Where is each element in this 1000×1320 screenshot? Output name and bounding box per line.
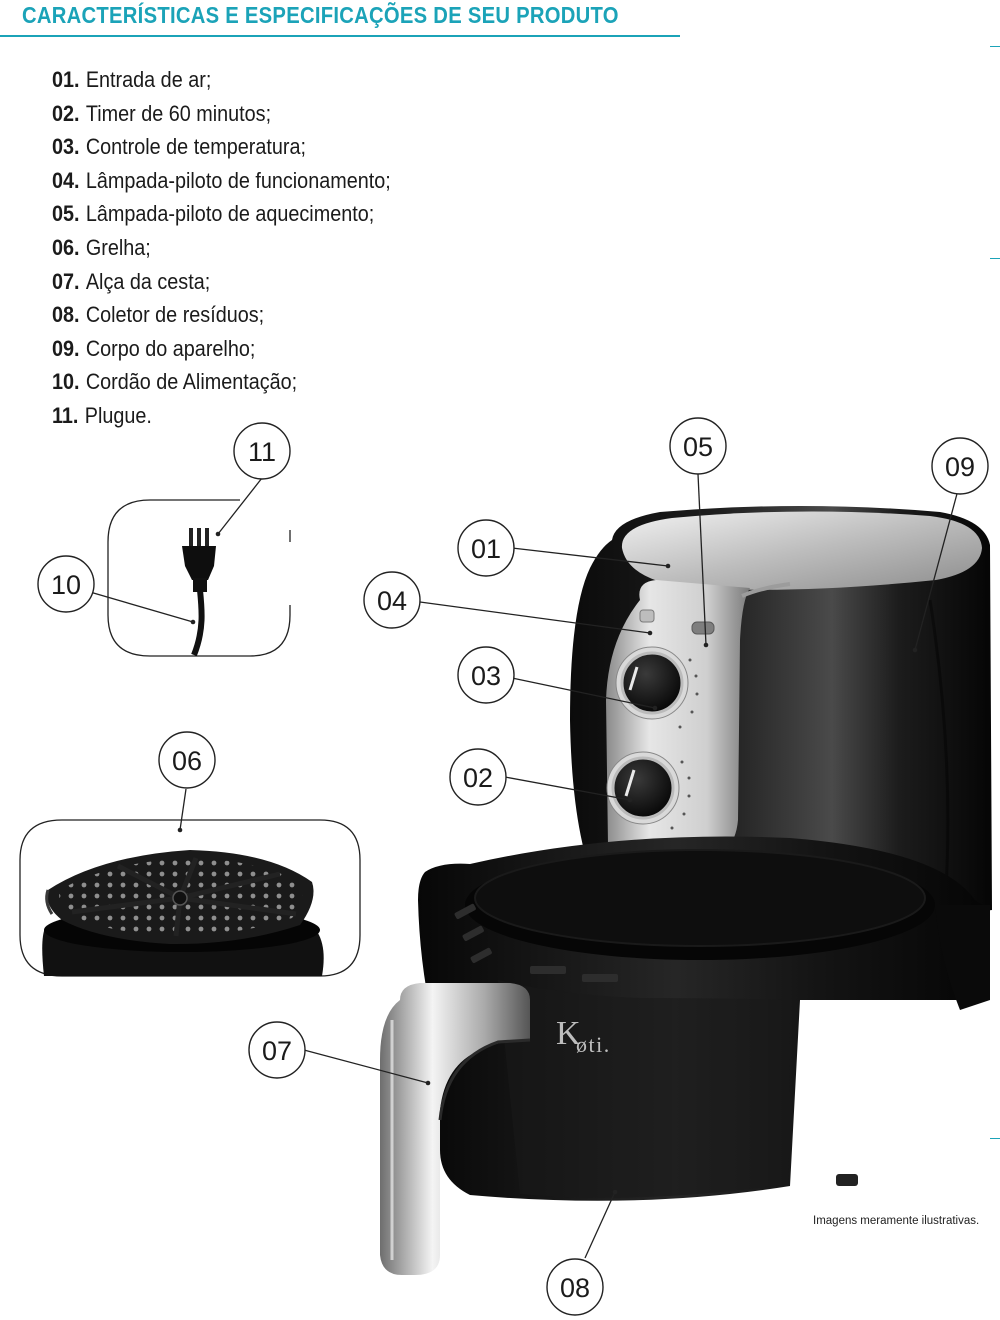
svg-text:10: 10 [51, 570, 81, 600]
list-item: 02.Timer de 60 minutos; [52, 100, 272, 126]
list-item: 03.Controle de temperatura; [52, 134, 306, 160]
svg-text:09: 09 [945, 452, 975, 482]
list-item: 09.Corpo do aparelho; [52, 335, 256, 361]
callout-10: 10 [37, 555, 95, 613]
plug-inset [107, 499, 291, 657]
callout-09: 09 [931, 437, 989, 495]
svg-text:06: 06 [172, 746, 202, 776]
list-item: 05.Lâmpada-piloto de aquecimento; [52, 201, 375, 227]
callout-02: 02 [449, 748, 507, 806]
grill-inset [19, 819, 361, 977]
callout-06: 06 [158, 731, 216, 789]
svg-text:07: 07 [262, 1036, 292, 1066]
svg-text:03: 03 [471, 661, 501, 691]
list-item: 06.Grelha; [52, 234, 151, 260]
page-title: CARACTERÍSTICAS E ESPECIFICAÇÕES DE SEU … [22, 2, 619, 28]
margin-tick [990, 258, 1000, 259]
list-item: 04.Lâmpada-piloto de funcionamento; [52, 167, 391, 193]
air-fryer-illustration: K øti. [380, 506, 992, 1275]
svg-text:02: 02 [463, 763, 493, 793]
callout-01: 01 [457, 519, 515, 577]
grill-rack-icon [45, 850, 314, 945]
callout-03: 03 [457, 646, 515, 704]
margin-tick [990, 46, 1000, 47]
svg-text:01: 01 [471, 534, 501, 564]
list-item: 08.Coletor de resíduos; [52, 302, 265, 328]
svg-text:05: 05 [683, 432, 713, 462]
svg-text:04: 04 [377, 586, 407, 616]
callout-08: 08 [546, 1258, 604, 1316]
disclaimer-note: Imagens meramente ilustrativas. [813, 1215, 980, 1227]
leader-lines [89, 473, 959, 1259]
parts-list: 01.Entrada de ar; 02.Timer de 60 minutos… [52, 63, 428, 433]
plug-icon [182, 528, 216, 657]
callout-05: 05 [669, 417, 727, 475]
callout-04: 04 [363, 571, 421, 629]
list-item: 11.Plugue. [52, 402, 152, 428]
header-divider [0, 35, 680, 37]
brand-logo-text: øti. [576, 1032, 611, 1057]
callout-07: 07 [248, 1021, 306, 1079]
list-item: 07.Alça da cesta; [52, 268, 211, 294]
svg-text:11: 11 [248, 437, 276, 467]
margin-tick [990, 1138, 1000, 1139]
list-item: 10.Cordão de Alimentação; [52, 369, 298, 395]
brand-logo-k: K [556, 1015, 581, 1052]
callout-11: 11 [233, 422, 291, 480]
svg-text:08: 08 [560, 1273, 590, 1303]
list-item: 01.Entrada de ar; [52, 67, 212, 92]
leader-dots [177, 531, 918, 1195]
